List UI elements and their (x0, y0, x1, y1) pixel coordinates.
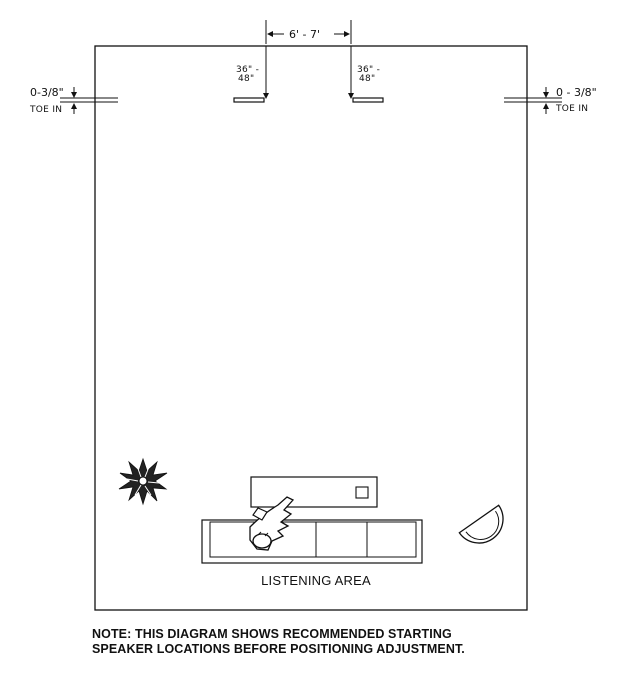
left-speaker-group: 36" - 48" (233, 46, 269, 103)
right-speaker-group: 36" - 48" (348, 46, 384, 103)
left-wall-distance-label: 36" - (236, 65, 259, 75)
note-line-2: SPEAKER LOCATIONS BEFORE POSITIONING ADJ… (92, 642, 465, 656)
right-toe-in-indicator: 0 - 3/8" TOE IN (504, 86, 597, 114)
right-wall-distance-label-2: 48" (359, 74, 376, 84)
diagram-note: NOTE: THIS DIAGRAM SHOWS RECOMMENDED STA… (92, 627, 592, 657)
right-speaker (352, 97, 384, 103)
right-wall-distance-label: 36" - (357, 65, 380, 75)
coffee-table (250, 476, 378, 508)
listener-icon (249, 496, 295, 551)
left-toe-in-label: TOE IN (29, 105, 62, 115)
left-toe-in-value: 0-3/8" (30, 86, 64, 99)
chair (458, 504, 504, 544)
listening-area-label: LISTENING AREA (261, 573, 371, 588)
speaker-spacing-label: 6' - 7' (289, 28, 320, 41)
plant-icon (118, 457, 168, 506)
sofa (201, 519, 423, 564)
left-speaker (233, 97, 265, 103)
note-line-1: NOTE: THIS DIAGRAM SHOWS RECOMMENDED STA… (92, 627, 452, 641)
left-toe-in-indicator: 0-3/8" TOE IN (29, 86, 118, 115)
room-outline (94, 45, 528, 611)
right-toe-in-label: TOE IN (555, 104, 588, 114)
table-object (355, 486, 369, 499)
speaker-spacing-dimension: 6' - 7' (265, 20, 352, 44)
left-wall-distance-label-2: 48" (238, 74, 255, 84)
right-toe-in-value: 0 - 3/8" (556, 86, 597, 99)
